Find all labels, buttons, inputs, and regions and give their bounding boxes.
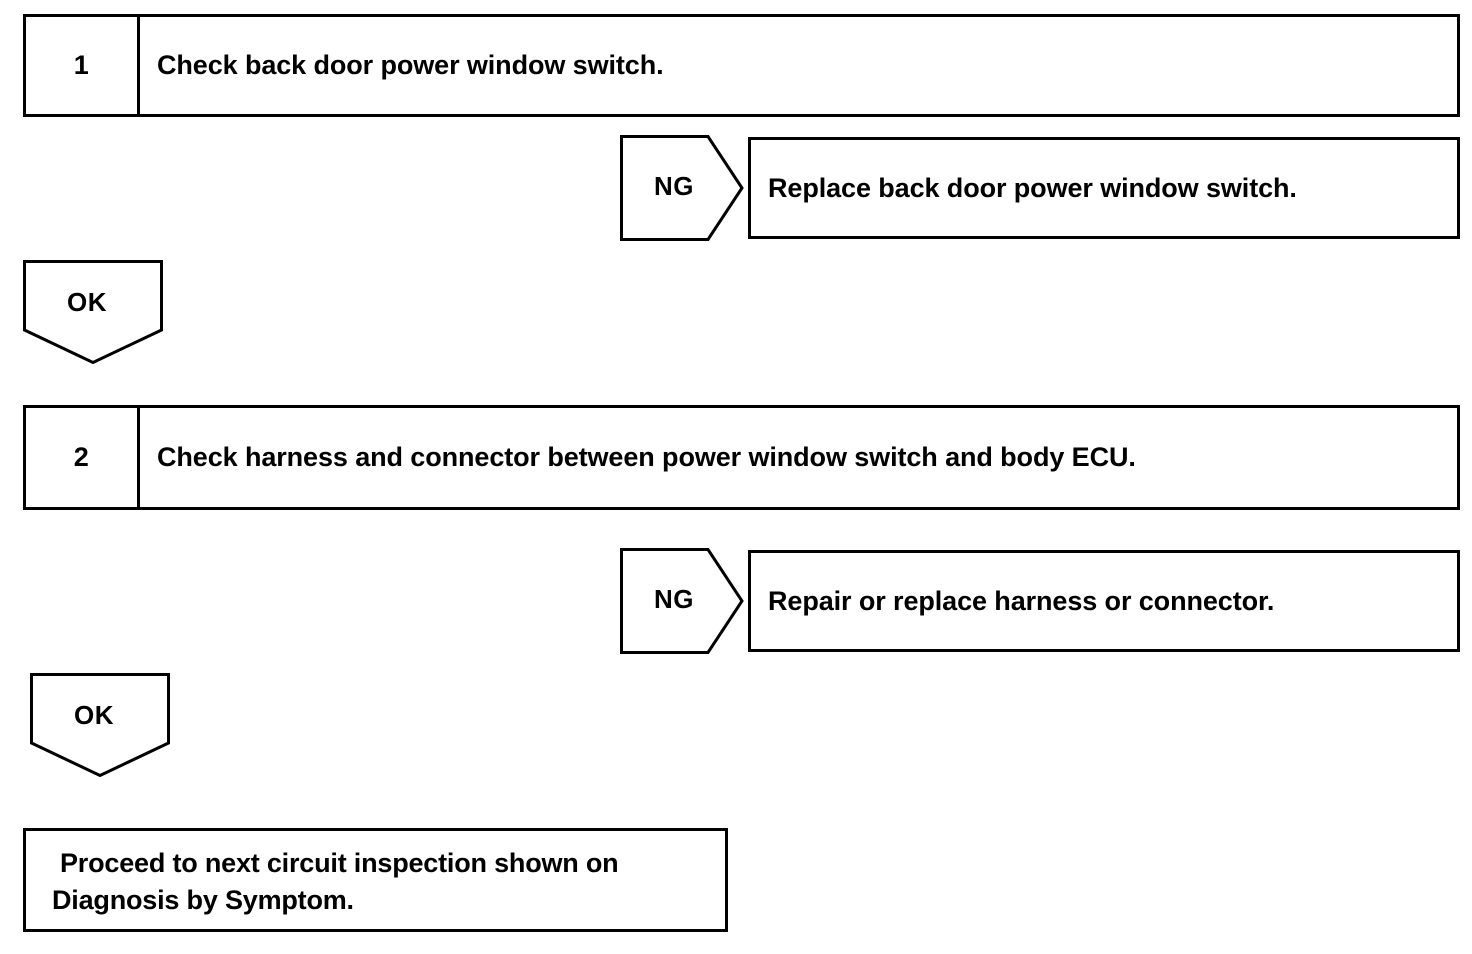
ng-label-2: NG bbox=[654, 584, 694, 614]
ng-arrow-icon-1 bbox=[620, 135, 744, 241]
ok-connector-2: OK bbox=[30, 673, 170, 777]
final-action-box: Proceed to next circuit inspection shown… bbox=[23, 828, 728, 932]
ok-label-2: OK bbox=[74, 700, 114, 730]
ng-action-box-2: Repair or replace harness or connector. bbox=[748, 550, 1460, 652]
ok-connector-1: OK bbox=[23, 260, 163, 364]
step-number-2: 2 bbox=[26, 408, 140, 507]
ok-arrow-icon-2 bbox=[30, 673, 170, 777]
ng-connector-1: NG bbox=[620, 135, 744, 241]
ok-label-1: OK bbox=[67, 287, 107, 317]
ok-arrow-icon-1 bbox=[23, 260, 163, 364]
step-instruction-2: Check harness and connector between powe… bbox=[157, 442, 1136, 472]
step-instruction-1: Check back door power window switch. bbox=[157, 50, 664, 80]
step-box-1: 1 Check back door power window switch. bbox=[23, 14, 1460, 117]
final-action-line-2: Diagnosis by Symptom. bbox=[52, 885, 354, 916]
ng-label-1: NG bbox=[654, 171, 694, 201]
step-box-2: 2 Check harness and connector between po… bbox=[23, 405, 1460, 510]
step-number-1: 1 bbox=[26, 17, 140, 114]
ng-connector-2: NG bbox=[620, 548, 744, 654]
ng-action-box-1: Replace back door power window switch. bbox=[748, 137, 1460, 239]
ng-arrow-icon-2 bbox=[620, 548, 744, 654]
final-action-line-1: Proceed to next circuit inspection shown… bbox=[60, 848, 619, 878]
